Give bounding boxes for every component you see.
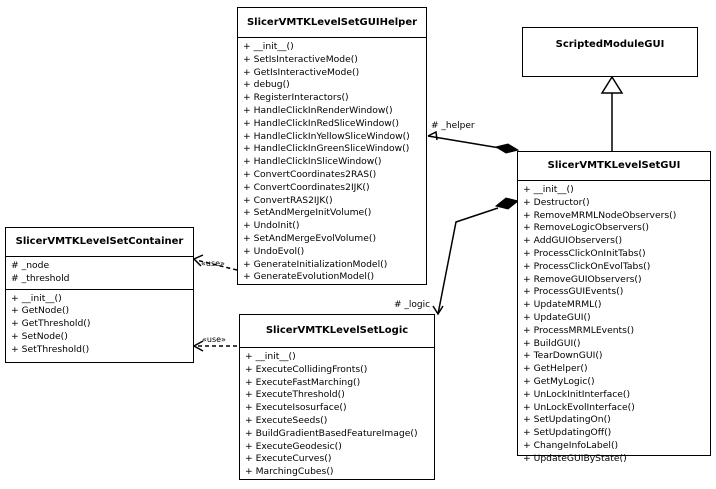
operation: + RemoveLogicObservers() (523, 222, 650, 234)
operation: + UnLockEvolInterface() (523, 401, 635, 413)
operation: + ExecuteCollidingFronts() (245, 363, 368, 375)
class-name: ScriptedModuleGUI (555, 39, 665, 50)
operation: + HandleClickInRedSliceWindow() (243, 117, 399, 129)
class-attributes: # _node # _threshold (6, 257, 193, 290)
use-logic-label: «use» (202, 335, 226, 344)
use-container-label: «use» (201, 259, 225, 268)
operation: + RemoveGUIObservers() (523, 273, 642, 285)
logic-composition-diamond (494, 197, 520, 210)
operation: + __init__() (245, 351, 296, 362)
logic-composition-line (437, 207, 499, 315)
operation: + SetThreshold() (11, 343, 90, 355)
operation: + SetAndMergeInitVolume() (243, 207, 372, 219)
operation: + SetUpdatingOn() (523, 414, 611, 426)
helper-role-label: # _helper (431, 121, 475, 131)
operation: + ProcessMRMLEvents() (523, 324, 635, 336)
operation: + AddGUIObservers() (523, 235, 623, 247)
operation: + TearDownGUI() (523, 350, 603, 362)
class-helper[interactable]: SlicerVMTKLevelSetGUIHelper + __init__()… (237, 7, 427, 285)
operation: + ProcessClickOnInitTabs() (523, 247, 646, 259)
class-scripted-module-gui[interactable]: ScriptedModuleGUI (522, 27, 698, 77)
operation: + __init__() (243, 41, 294, 52)
operation: + UndoEvol() (243, 245, 305, 257)
use-container-line (195, 259, 238, 271)
operation: + GetNode() (11, 305, 70, 317)
operation: + ProcessClickOnEvolTabs() (523, 260, 651, 272)
operation: + ConvertCoordinates2IJK() (243, 181, 370, 193)
operation: + GetHelper() (523, 363, 588, 375)
operation: + SetNode() (11, 330, 68, 342)
use-container-arrowhead (192, 254, 204, 267)
class-operations: + __init__() + GetNode() + GetThreshold(… (6, 290, 193, 360)
attribute: # _threshold (11, 272, 70, 284)
class-container[interactable]: SlicerVMTKLevelSetContainer # _node # _t… (5, 227, 194, 363)
operation: + HandleClickInGreenSliceWindow() (243, 143, 410, 155)
class-operations: + __init__() + SetIsInteractiveMode() + … (238, 38, 426, 287)
operation: + UpdateGUI() (523, 311, 591, 323)
operation: + HandleClickInYellowSliceWindow() (243, 130, 410, 142)
operation: + GenerateEvolutionModel() (243, 271, 375, 283)
class-name: SlicerVMTKLevelSetGUI (518, 152, 710, 181)
operation: + SetUpdatingOff() (523, 427, 612, 439)
class-name: SlicerVMTKLevelSetLogic (240, 315, 434, 348)
operation: + ExecuteGeodesic() (245, 440, 342, 452)
helper-composition-line (427, 135, 501, 149)
class-operations: + __init__() + Destructor() + RemoveMRML… (518, 181, 710, 469)
helper-composition-diamond (494, 143, 520, 154)
operation: + UpdateMRML() (523, 299, 602, 311)
operation: + UpdateGUIByState() (523, 452, 627, 464)
operation: + GetIsInteractiveMode() (243, 66, 360, 78)
operation: + SetIsInteractiveMode() (243, 53, 358, 65)
operation: + HandleClickInRenderWindow() (243, 104, 393, 116)
class-logic[interactable]: SlicerVMTKLevelSetLogic + __init__() + E… (239, 314, 435, 480)
operation: + ExecuteCurves() (245, 453, 332, 465)
operation: + ExecuteSeeds() (245, 414, 328, 426)
operation: + GetMyLogic() (523, 375, 595, 387)
use-logic-arrowhead (192, 340, 204, 352)
operation: + GenerateInitializationModel() (243, 258, 388, 270)
operation: + ExecuteIsosurface() (245, 402, 347, 414)
operation: + ExecuteThreshold() (245, 389, 345, 401)
generalization-arrowhead (600, 75, 624, 94)
operation: + __init__() (11, 292, 62, 304)
operation: + GetThreshold() (11, 318, 91, 330)
operation: + MarchingCubes() (245, 466, 334, 478)
operation: + ConvertCoordinates2RAS() (243, 168, 377, 180)
operation: + BuildGradientBasedFeatureImage() (245, 427, 418, 439)
operation: + debug() (243, 79, 290, 91)
operation: + BuildGUI() (523, 337, 581, 349)
operation: + UnLockInitInterface() (523, 388, 631, 400)
class-operations: + __init__() + ExecuteCollidingFronts() … (240, 348, 434, 482)
operation: + ExecuteFastMarching() (245, 376, 361, 388)
logic-open-arrowhead (432, 305, 444, 316)
operation: + SetAndMergeEvolVolume() (243, 232, 377, 244)
class-name: SlicerVMTKLevelSetGUIHelper (238, 8, 426, 38)
attribute: # _node (11, 260, 50, 271)
operation: + ConvertRAS2IJK() (243, 194, 333, 206)
class-name: SlicerVMTKLevelSetContainer (6, 228, 193, 257)
operation: + HandleClickInSliceWindow() (243, 156, 382, 168)
helper-open-arrowhead (427, 130, 438, 141)
class-gui[interactable]: SlicerVMTKLevelSetGUI + __init__() + Des… (517, 151, 711, 464)
operation: + __init__() (523, 184, 574, 195)
operation: + ProcessGUIEvents() (523, 286, 624, 298)
operation: + Destructor() (523, 196, 590, 208)
logic-role-label: # _logic (394, 300, 431, 310)
operation: + ChangeInfoLabel() (523, 439, 619, 451)
operation: + RegisterInteractors() (243, 92, 349, 104)
operation: + UndoInit() (243, 220, 300, 232)
operation: + RemoveMRMLNodeObservers() (523, 209, 677, 221)
